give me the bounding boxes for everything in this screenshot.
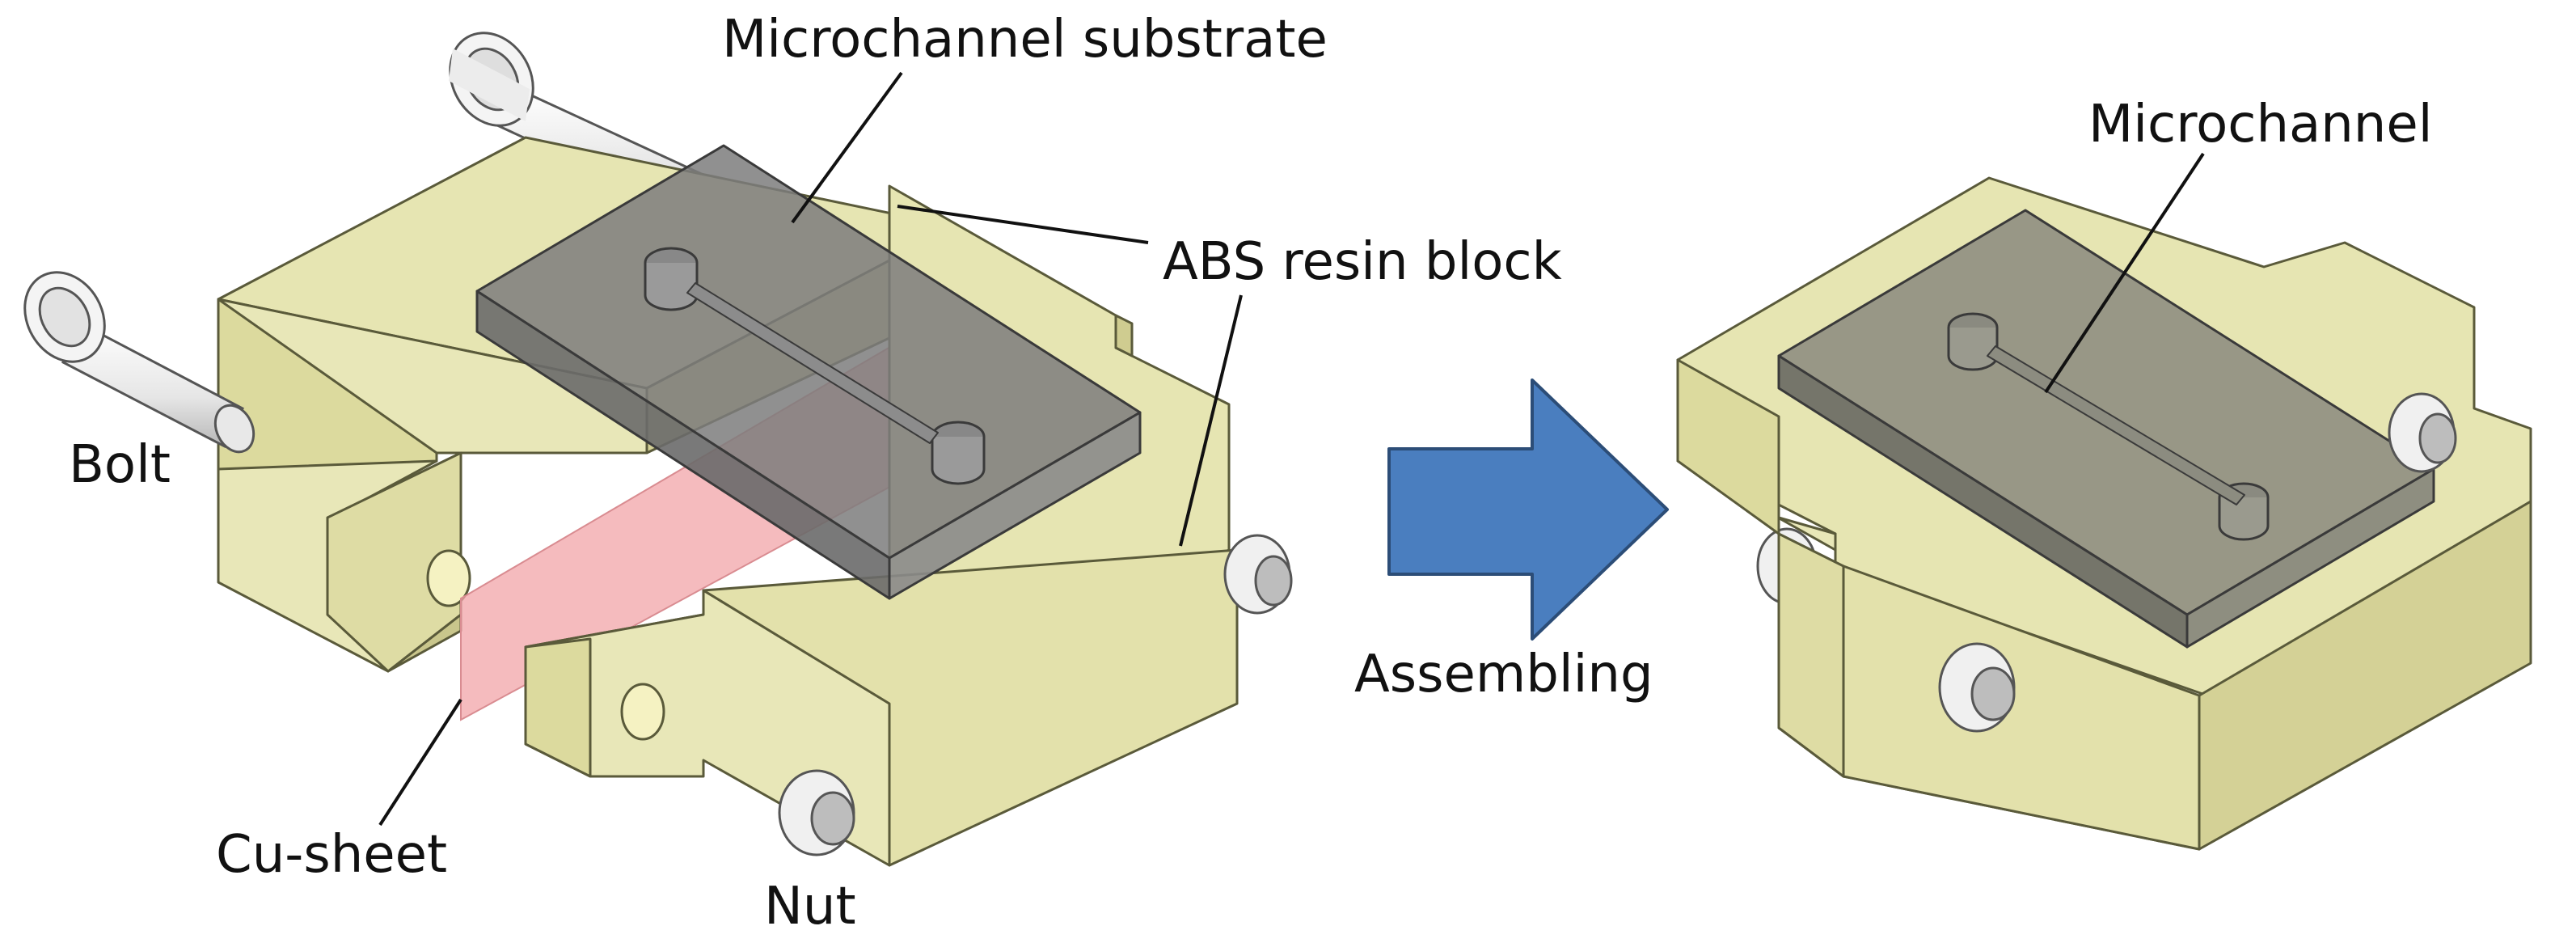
microchannel-substrate — [475, 144, 1142, 600]
bolt-icon — [23, 271, 255, 454]
leader-lines — [378, 71, 1243, 827]
leader-line-microchannel — [2044, 152, 2205, 394]
label-abs-resin-block: ABS resin block — [1163, 232, 1562, 292]
nut-icon — [2388, 392, 2457, 473]
label-microchannel-substrate: Microchannel substrate — [722, 10, 1328, 70]
label-bolt: Bolt — [69, 435, 171, 495]
label-assembling: Assembling — [1354, 645, 1653, 704]
nut-icon — [778, 769, 855, 856]
right-arrow-icon — [1387, 378, 1669, 641]
nut-icon — [1938, 642, 2016, 733]
label-microchannel: Microchannel — [2088, 95, 2433, 154]
label-cu-sheet: Cu-sheet — [216, 825, 447, 885]
assembled-view: Microchannel — [1676, 95, 2532, 851]
label-nut: Nut — [764, 877, 856, 937]
nut-icon — [1223, 534, 1293, 615]
exploded-view: Microchannel substrate ABS resin block B… — [23, 10, 1562, 937]
